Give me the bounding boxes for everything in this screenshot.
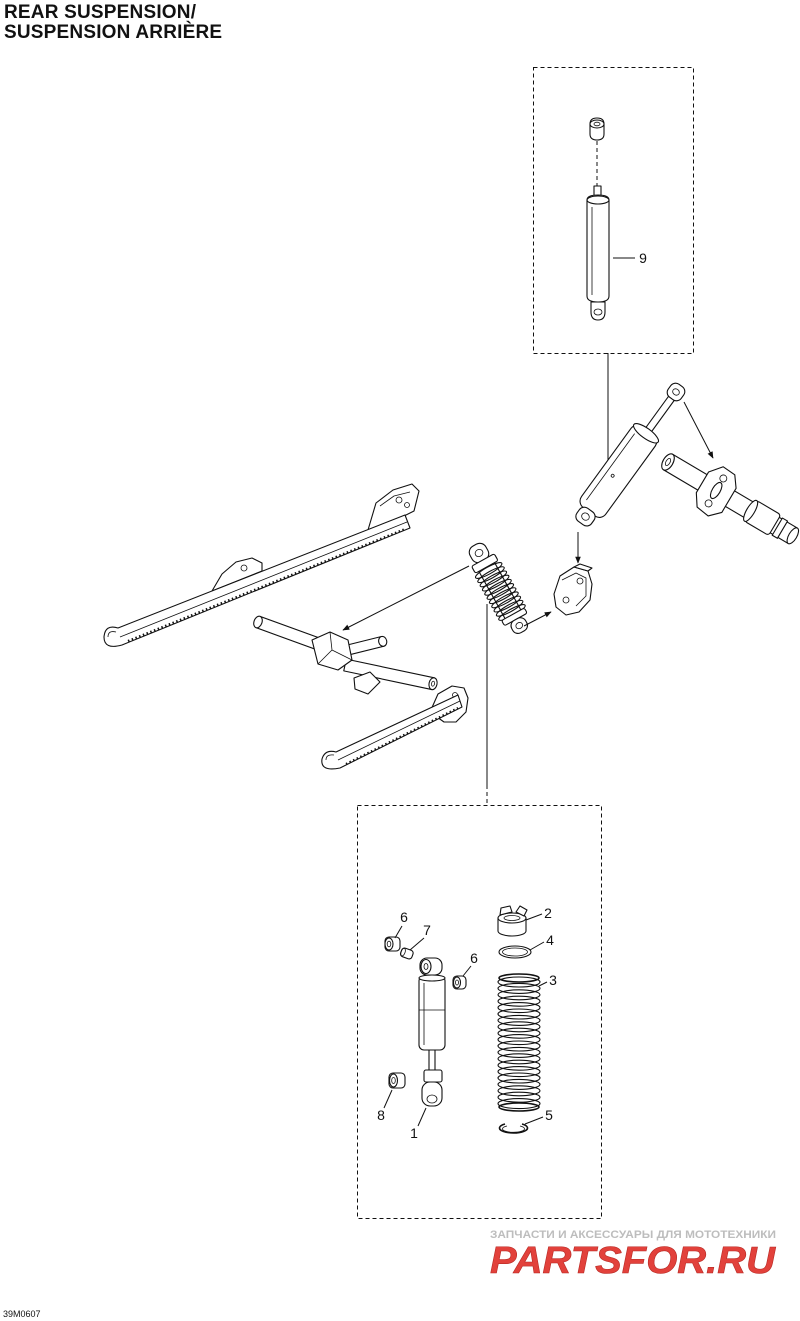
callout-5: 5 bbox=[545, 1107, 553, 1123]
callout-4: 4 bbox=[546, 932, 554, 948]
shock-mount-bracket bbox=[553, 563, 593, 616]
leader-4 bbox=[529, 941, 545, 951]
callout-8: 8 bbox=[377, 1107, 385, 1123]
leader-6-left bbox=[394, 925, 403, 939]
leader-6-right bbox=[462, 965, 472, 977]
bushing-6-left bbox=[384, 936, 401, 952]
title-line-french: SUSPENSION ARRIÈRE bbox=[4, 22, 223, 43]
pin-7 bbox=[399, 947, 414, 960]
washer-4 bbox=[498, 945, 532, 959]
callout-2: 2 bbox=[544, 905, 552, 921]
callout-7: 7 bbox=[423, 922, 431, 938]
watermark-brand: PARTSFOR.RU bbox=[490, 1240, 777, 1282]
arrow-to-rear-arm bbox=[342, 565, 470, 631]
watermark-logo: ЗАПЧАСТИ И АКСЕССУАРЫ ДЛЯ МОТОТЕХНИКИ PA… bbox=[490, 1229, 777, 1282]
leader-2 bbox=[525, 913, 543, 921]
leader-5 bbox=[524, 1116, 544, 1125]
detail-box-bottom bbox=[357, 805, 602, 1219]
arrow-to-bracket-lower bbox=[523, 611, 552, 627]
rear-arm-assembly bbox=[253, 615, 438, 695]
shock-part-1 bbox=[418, 957, 446, 1107]
detail-box-top bbox=[533, 67, 694, 354]
arrow-to-cross-shaft bbox=[683, 401, 714, 459]
leader-3 bbox=[538, 981, 548, 987]
retaining-clip-5 bbox=[498, 1123, 529, 1134]
leader-1 bbox=[417, 1107, 427, 1127]
shock-detail-part-9 bbox=[586, 117, 610, 321]
spring-3 bbox=[497, 973, 541, 1112]
diagram-code: 39M0607 bbox=[3, 1309, 41, 1319]
callout-9: 9 bbox=[639, 250, 647, 266]
leader-8 bbox=[383, 1089, 393, 1109]
left-slide-rail bbox=[103, 483, 420, 647]
callout-6-left: 6 bbox=[400, 909, 408, 925]
leader-7 bbox=[409, 937, 425, 951]
title-line-english: REAR SUSPENSION/ bbox=[4, 2, 197, 23]
callout-3: 3 bbox=[549, 972, 557, 988]
callout-6-right: 6 bbox=[470, 950, 478, 966]
shock-installed-upper bbox=[575, 382, 686, 527]
shock-installed-lower bbox=[468, 542, 529, 634]
cross-shaft-assembly bbox=[661, 453, 800, 545]
spring-cap-2 bbox=[497, 905, 528, 937]
bushing-8 bbox=[388, 1072, 406, 1089]
right-slide-rail bbox=[321, 685, 469, 770]
watermark-tagline: ЗАПЧАСТИ И АКСЕССУАРЫ ДЛЯ МОТОТЕХНИКИ bbox=[490, 1229, 776, 1241]
callout-1: 1 bbox=[410, 1125, 418, 1141]
bushing-6-right bbox=[452, 975, 467, 990]
page-title: REAR SUSPENSION/ SUSPENSION ARRIÈRE bbox=[4, 3, 222, 43]
